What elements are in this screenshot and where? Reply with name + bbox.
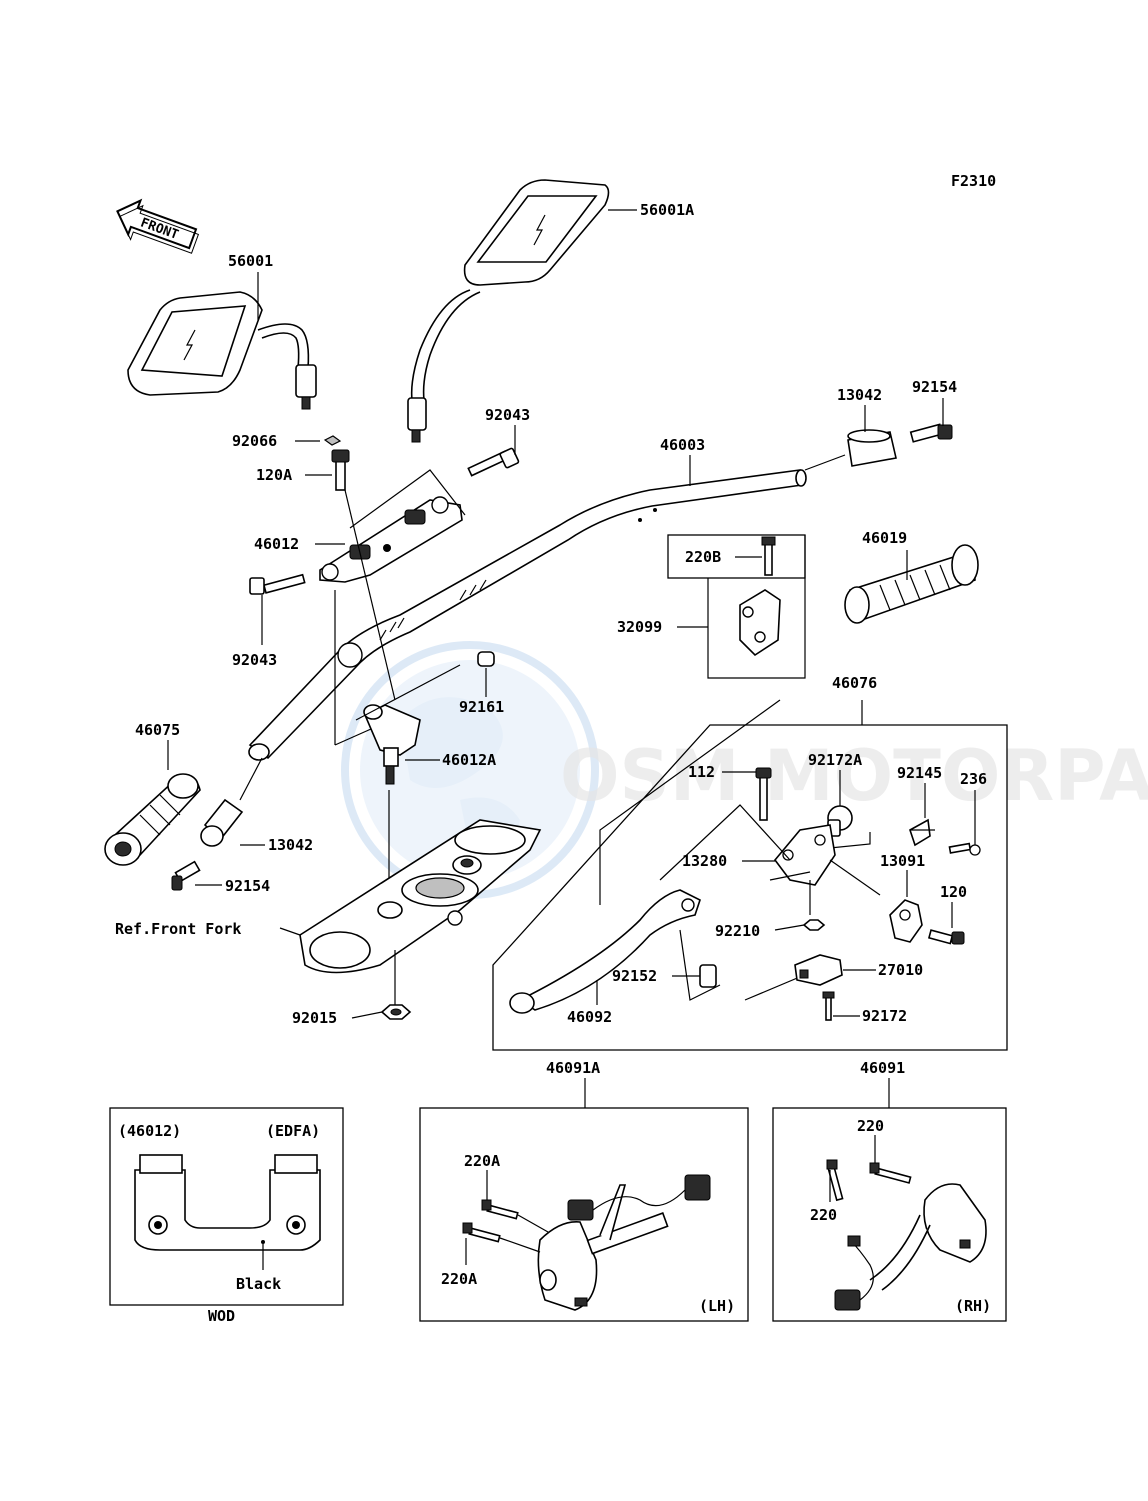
label-120a: 120A	[256, 466, 292, 484]
bolt-92043-top-icon	[467, 447, 520, 477]
figure-code: F2310	[951, 172, 996, 190]
label-92172a: 92172A	[808, 751, 862, 769]
label-56001: 56001	[228, 252, 273, 270]
label-46092: 46092	[567, 1008, 612, 1026]
handlebar-holder-upper-icon	[319, 496, 463, 583]
label-92066: 92066	[232, 432, 277, 450]
switch-lh-icon	[537, 1174, 711, 1311]
rh-tag: (RH)	[955, 1297, 991, 1315]
label-220b: 220B	[685, 548, 721, 566]
bolt-120-icon	[927, 929, 965, 945]
nut-92210-icon	[802, 919, 826, 931]
label-13042-left: 13042	[268, 836, 313, 854]
screw-92154-right-icon	[909, 423, 953, 443]
label-92154-left: 92154	[225, 877, 270, 895]
label-46012a: 46012A	[442, 751, 496, 769]
mirror-right-icon	[407, 179, 610, 443]
lh-tag: (LH)	[699, 1297, 735, 1315]
triple-clamp-icon	[299, 819, 542, 974]
label-92154-right: 92154	[912, 378, 957, 396]
screw-236-icon	[948, 842, 981, 856]
label-236: 236	[960, 770, 987, 788]
watermark-logo	[341, 641, 599, 899]
handlebar-holder-inset-icon	[134, 1154, 321, 1251]
handlebar-icon	[248, 469, 807, 761]
label-46075: 46075	[135, 721, 180, 739]
label-13091: 13091	[880, 852, 925, 870]
screw-92172-icon	[822, 991, 835, 1021]
holder-13091-icon	[889, 899, 923, 943]
collar-92161-icon	[477, 651, 495, 667]
switch-27010-icon	[794, 954, 843, 986]
screw-220b-icon	[761, 536, 776, 576]
inset-footer-label: WOD	[208, 1307, 235, 1325]
label-92043-top: 92043	[485, 406, 530, 424]
screw-220-top-icon	[869, 1162, 912, 1184]
bar-end-weight-right-icon	[847, 429, 897, 467]
bracket-13280-icon	[773, 824, 836, 886]
screw-220-left-icon	[826, 1159, 844, 1202]
label-ref-front-fork: Ref.Front Fork	[115, 920, 241, 938]
label-112: 112	[688, 763, 715, 781]
front-arrow-icon: FRONT	[116, 198, 200, 254]
label-46012: 46012	[254, 535, 299, 553]
bar-end-weight-left-icon	[200, 798, 244, 847]
label-120: 120	[940, 883, 967, 901]
label-46091a: 46091A	[546, 1059, 600, 1077]
label-92152: 92152	[612, 967, 657, 985]
label-13280: 13280	[682, 852, 727, 870]
screw-220a-bottom-icon	[462, 1222, 501, 1243]
switch-rh-icon	[834, 1183, 987, 1311]
bolt-92043-left-icon	[249, 573, 306, 595]
label-46076: 46076	[832, 674, 877, 692]
lever-assembly-box	[492, 724, 1008, 1051]
label-13042-right: 13042	[837, 386, 882, 404]
spring-92145-icon	[909, 818, 931, 847]
clamp-32099-icon	[739, 589, 781, 657]
label-46019: 46019	[862, 529, 907, 547]
label-92043-left: 92043	[232, 651, 277, 669]
label-32099: 32099	[617, 618, 662, 636]
inset-model-label: (EDFA)	[266, 1122, 320, 1140]
washer-92066-icon	[323, 435, 342, 446]
label-92015: 92015	[292, 1009, 337, 1027]
inset-part-label: (46012)	[118, 1122, 181, 1140]
label-220-top: 220	[857, 1117, 884, 1135]
label-220-left: 220	[810, 1206, 837, 1224]
label-27010: 27010	[878, 961, 923, 979]
label-220a-bottom: 220A	[441, 1270, 477, 1288]
grip-right-icon	[844, 544, 979, 624]
watermark-text: OSM MOTORPARTS	[560, 735, 1148, 817]
label-220a-top: 220A	[464, 1152, 500, 1170]
label-92210: 92210	[715, 922, 760, 940]
label-46003: 46003	[660, 436, 705, 454]
nut-92015-icon	[380, 1004, 412, 1020]
inset-box-46012	[109, 1107, 344, 1306]
inset-color-label: Black	[236, 1275, 281, 1293]
screw-92154-left-icon	[171, 860, 201, 891]
label-56001a: 56001A	[640, 201, 694, 219]
collar-92152-icon	[699, 964, 717, 988]
label-46091: 46091	[860, 1059, 905, 1077]
bolt-120a-icon	[331, 449, 350, 491]
screw-220a-top-icon	[481, 1199, 519, 1220]
brake-lever-46092-icon	[509, 889, 701, 1014]
screw-112-icon	[755, 767, 772, 821]
grip-left-icon	[104, 773, 201, 866]
label-92161: 92161	[459, 698, 504, 716]
label-92145: 92145	[897, 764, 942, 782]
switch-lh-box	[419, 1107, 749, 1322]
label-92172: 92172	[862, 1007, 907, 1025]
mirror-left-icon	[127, 291, 317, 410]
